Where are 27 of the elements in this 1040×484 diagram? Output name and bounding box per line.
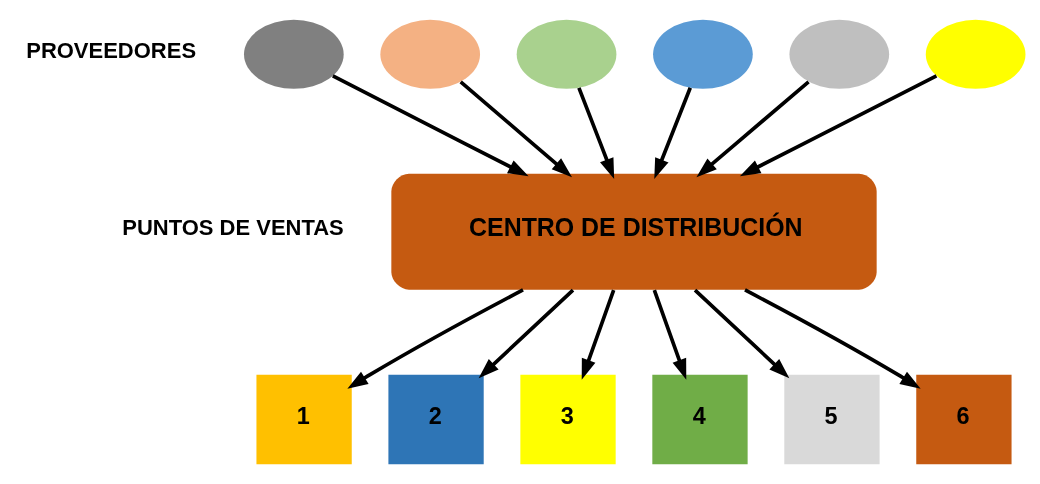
node-ellipse bbox=[244, 19, 344, 89]
node-box: 1 bbox=[256, 374, 352, 465]
arrow bbox=[696, 80, 810, 178]
arrow bbox=[332, 74, 529, 177]
node-box: 3 bbox=[520, 374, 616, 465]
arrow bbox=[744, 288, 921, 389]
arrow bbox=[654, 87, 692, 179]
node-ellipse bbox=[925, 19, 1026, 89]
arrow bbox=[478, 288, 575, 379]
node-ellipse bbox=[380, 19, 481, 89]
node-ellipse bbox=[653, 19, 753, 89]
label: PUNTOS DE VENTAS bbox=[122, 215, 344, 241]
arrow bbox=[577, 87, 615, 179]
node-ellipse bbox=[516, 19, 617, 89]
arrow bbox=[652, 289, 687, 380]
node-box: 5 bbox=[784, 374, 880, 465]
node-ellipse bbox=[789, 19, 890, 89]
arrow bbox=[581, 289, 616, 380]
arrow bbox=[739, 74, 938, 177]
arrow bbox=[347, 288, 524, 389]
label: PROVEEDORES bbox=[26, 37, 197, 63]
node-box: 2 bbox=[388, 374, 484, 465]
arrow bbox=[459, 80, 573, 178]
arrow bbox=[693, 288, 790, 379]
node-box: 4 bbox=[652, 374, 748, 465]
node-box: CENTRO DE DISTRIBUCIÓN bbox=[391, 173, 877, 290]
node-box: 6 bbox=[916, 374, 1012, 465]
